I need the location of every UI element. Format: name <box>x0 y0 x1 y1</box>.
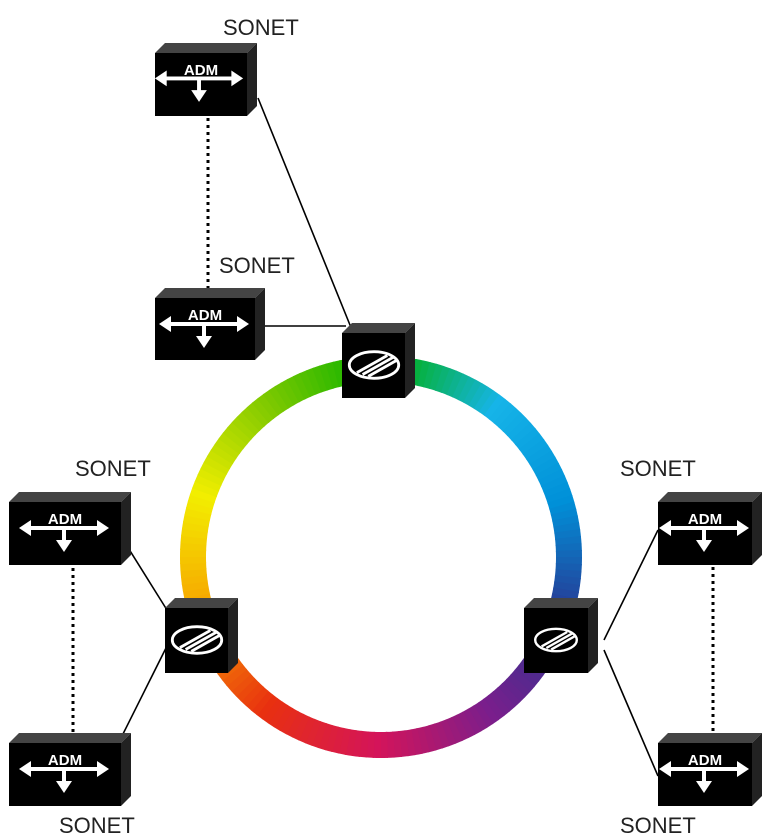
optical-switch-right <box>524 598 598 673</box>
adm-left-top: ADM <box>9 492 131 565</box>
adm-label: ADM <box>184 62 218 79</box>
sonet-label-upper-mid: SONET <box>219 253 295 278</box>
adm-right-bottom: ADM <box>657 733 762 806</box>
sonet-label-right-bottom: SONET <box>620 813 696 837</box>
adm-label: ADM <box>188 307 222 324</box>
adm-right-top: ADM <box>657 492 762 565</box>
link-right-top-adm-to-right-switch <box>603 529 659 641</box>
optical-switch-left <box>165 598 238 673</box>
wavelength-ring <box>180 356 582 758</box>
link-top-adm-to-top-switch <box>257 97 353 331</box>
adm-label: ADM <box>688 752 722 769</box>
adm-label: ADM <box>48 511 82 528</box>
adm-top: ADM <box>152 43 257 116</box>
adm-upper-mid: ADM <box>155 288 265 360</box>
adm-left-bottom: ADM <box>9 733 131 806</box>
optical-switch-top <box>342 323 415 398</box>
dotted-links <box>71 118 715 733</box>
adm-label: ADM <box>48 752 82 769</box>
connection-lines <box>121 97 659 777</box>
sonet-label-left-top: SONET <box>75 456 151 481</box>
link-left-bottom-adm-to-left-switch <box>121 647 167 737</box>
adm-label: ADM <box>688 511 722 528</box>
sonet-label-top: SONET <box>223 15 299 40</box>
sonet-label-left-bottom: SONET <box>59 813 135 837</box>
sonet-label-right-top: SONET <box>620 456 696 481</box>
link-right-bottom-adm-to-right-switch <box>603 649 659 777</box>
